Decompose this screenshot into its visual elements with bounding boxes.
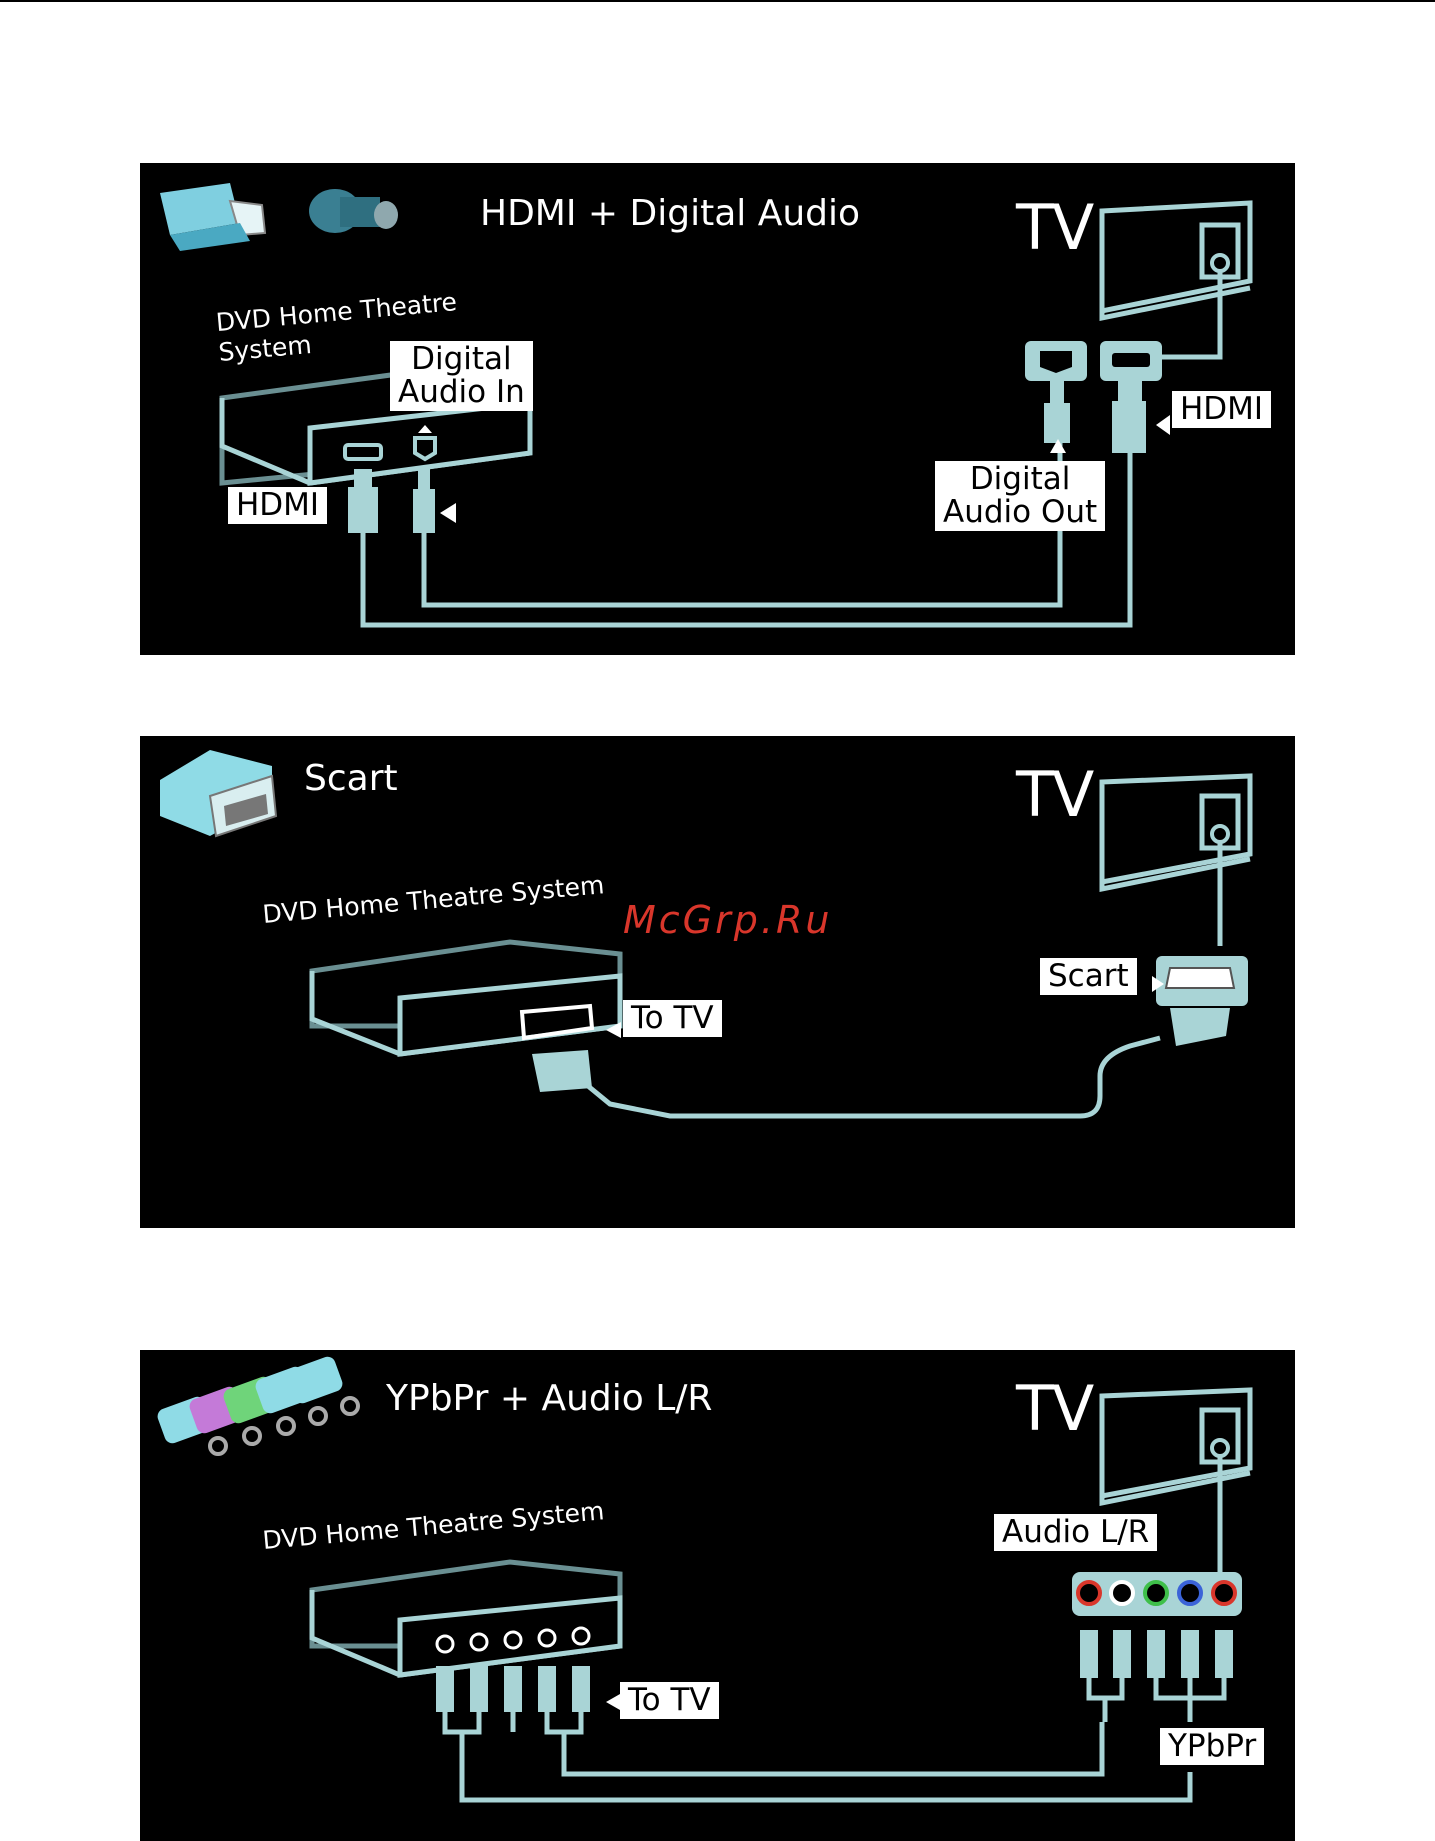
ypbpr-cable (445, 1712, 1190, 1800)
panel-scart: Scart TV DVD Home Theatre System To TV S… (140, 736, 1295, 1228)
optical-cable-plug (413, 489, 435, 533)
panel-hdmi-digital-audio: HDMI + Digital Audio TV DVD Home Theatre… (140, 163, 1295, 655)
to-tv-label: To TV (623, 1000, 722, 1037)
scart-plug-icon (160, 750, 276, 836)
panel-ypbpr-audio: YPbPr + Audio L/R TV DVD Home Theatre Sy… (140, 1350, 1295, 1841)
ypbpr-label: YPbPr (1160, 1728, 1264, 1765)
watermark: McGrp.Ru (623, 898, 832, 942)
rca-plugs-icon (155, 1355, 358, 1454)
audio-lr-label: Audio L/R (994, 1514, 1157, 1551)
tv-scart-port-icon (1166, 968, 1234, 988)
digital-audio-out-label: Digital Audio Out (935, 461, 1105, 531)
tv-link-line (1200, 271, 1220, 357)
dvd-box (312, 1562, 620, 1675)
panel-1-drawing (140, 163, 1295, 655)
scart-cable (588, 1038, 1160, 1116)
scart-cable-plug (532, 1050, 592, 1092)
hdmi-plug-icon (160, 183, 265, 251)
dvd-box (312, 942, 620, 1054)
panel-title: Scart (304, 758, 398, 799)
scart-label: Scart (1040, 958, 1137, 995)
panel-3-drawing (140, 1350, 1295, 1841)
tv-label: TV (1016, 758, 1092, 831)
hdmi-cable-plug (348, 487, 378, 533)
digital-audio-in-label: Digital Audio In (390, 341, 533, 411)
dvd-rca-plugs (436, 1666, 590, 1712)
hdmi-in-port-icon (1112, 353, 1150, 367)
tv-label: TV (1016, 1372, 1092, 1445)
panel-title: YPbPr + Audio L/R (386, 1378, 712, 1419)
audio-cable (513, 1712, 1102, 1774)
to-tv-label: To TV (620, 1682, 719, 1719)
top-rule (0, 0, 1435, 2)
optical-plug-icon (309, 189, 398, 233)
panel-title: HDMI + Digital Audio (480, 193, 860, 234)
hdmi-left-label: HDMI (228, 487, 327, 524)
tv-label: TV (1016, 191, 1092, 264)
hdmi-right-label: HDMI (1172, 391, 1271, 428)
